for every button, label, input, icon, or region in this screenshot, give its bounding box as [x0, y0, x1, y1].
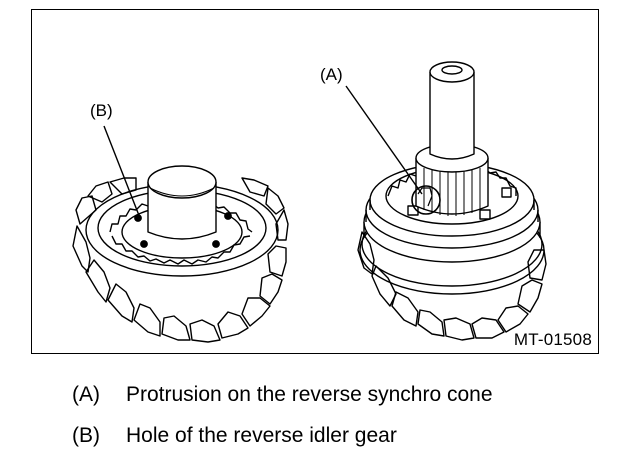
figure-id: MT-01508 — [513, 330, 592, 349]
figure-frame: (B) (A) MT-01508 — [31, 9, 599, 354]
legend-key-b: (B) — [72, 424, 100, 447]
legend-text-b: Hole of the reverse idler gear — [126, 424, 397, 447]
callout-b-label: (B) — [90, 101, 113, 120]
reverse-idler-gear — [72, 165, 289, 343]
callout-a-label: (A) — [320, 65, 343, 84]
gear-illustration — [72, 61, 547, 343]
reverse-synchro-assembly — [357, 61, 547, 341]
left-gear-teeth — [72, 177, 289, 343]
leader-lines — [103, 85, 423, 219]
legend-item-a: (A) Protrusion on the reverse synchro con… — [72, 383, 493, 407]
legend-text-a: Protrusion on the reverse synchro cone — [126, 383, 493, 406]
legend-key-a: (A) — [72, 383, 100, 406]
legend-item-b: (B) Hole of the reverse idler gear — [72, 424, 397, 448]
